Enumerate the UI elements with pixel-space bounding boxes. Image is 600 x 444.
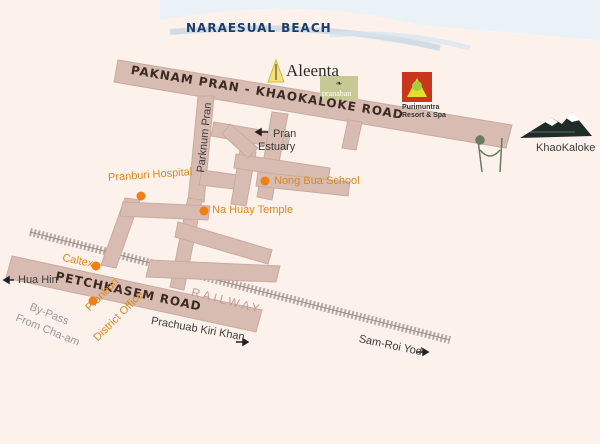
direction-arrows <box>2 127 430 357</box>
arrow-left-icon <box>2 275 14 285</box>
khaokaloke-label: KhaoKaloke <box>536 142 596 154</box>
arrow-right-icon <box>416 347 430 357</box>
parknum-pran-road-shape <box>187 95 215 203</box>
pran-estuary-line1: Pran <box>273 128 297 140</box>
roads <box>5 59 513 333</box>
beach-label: NARAESUAL BEACH <box>186 21 332 35</box>
temple-marker-icon <box>199 206 209 216</box>
coast-road-shape <box>113 59 513 149</box>
pranaban-logo-text: pranaban <box>322 89 352 98</box>
mountain-icon <box>520 112 592 138</box>
poi-markers <box>88 176 270 306</box>
hua-hin-label: Hua Hin <box>18 274 58 286</box>
district-office-marker-icon <box>88 296 98 306</box>
sea-area <box>160 0 600 51</box>
pran-estuary-line2: Estuary <box>258 141 296 153</box>
aleenta-logo-text: Aleenta <box>286 61 339 80</box>
nong-bua-school-label: Nong Bua School <box>274 175 360 187</box>
purimuntra-line1: Purimuntra <box>402 104 440 111</box>
pranaban-logo-box <box>320 76 358 100</box>
caltex-marker-icon <box>91 261 101 271</box>
aleenta-logo-mark <box>267 58 285 83</box>
purimuntra-logo-mark <box>402 72 432 102</box>
hammock-icon <box>475 135 503 173</box>
svg-text:❧: ❧ <box>336 79 343 88</box>
purimuntra-line2: Resort & Spa <box>402 112 446 119</box>
petchkasem-road-shape <box>5 255 263 333</box>
na-huay-temple-label: Na Huay Temple <box>212 204 294 216</box>
arrow-right-icon <box>236 337 250 347</box>
school-marker-icon <box>260 176 270 186</box>
railway-track <box>29 228 451 344</box>
hospital-marker-icon <box>136 191 146 201</box>
arrow-left-icon <box>254 127 268 137</box>
